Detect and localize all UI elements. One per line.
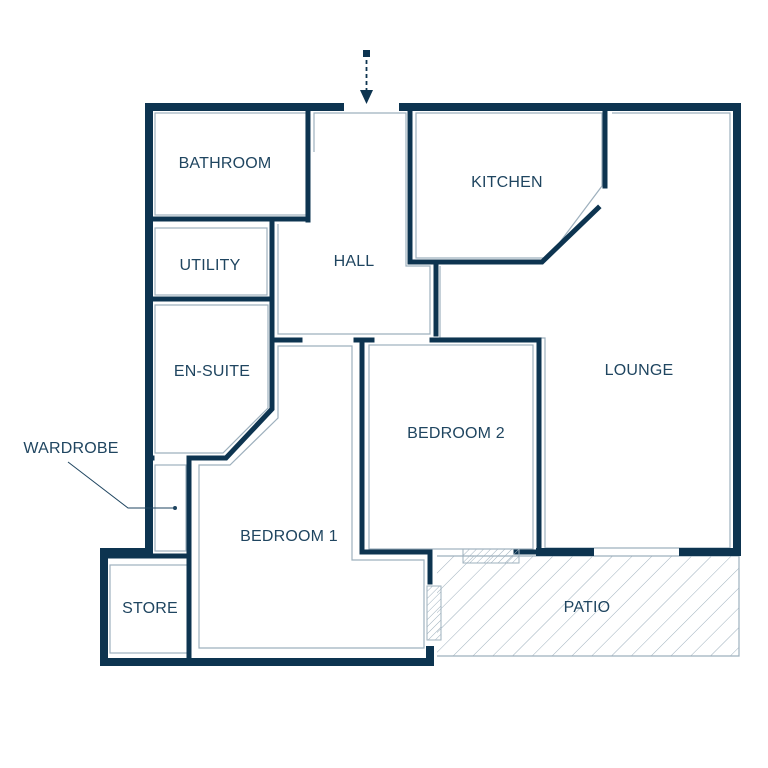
windows — [426, 548, 520, 641]
lounge-label: LOUNGE — [605, 362, 674, 379]
kitchen-label: KITCHEN — [471, 174, 543, 191]
entrance-arrow-icon — [360, 50, 373, 104]
wardrobe-pointer — [67, 461, 177, 510]
patio-label: PATIO — [564, 599, 611, 616]
patio-area — [437, 555, 740, 657]
hall-label: HALL — [334, 253, 375, 270]
store-label: STORE — [122, 600, 178, 617]
wardrobe-label: WARDROBE — [23, 440, 118, 457]
utility-label: UTILITY — [180, 257, 241, 274]
en-suite-label: EN-SUITE — [174, 363, 250, 380]
bedroom-1-label: BEDROOM 1 — [240, 528, 338, 545]
bedroom-2-label: BEDROOM 2 — [407, 425, 505, 442]
interior-walls — [104, 107, 608, 659]
exterior-walls — [100, 103, 741, 666]
bathroom-label: BATHROOM — [179, 155, 272, 172]
